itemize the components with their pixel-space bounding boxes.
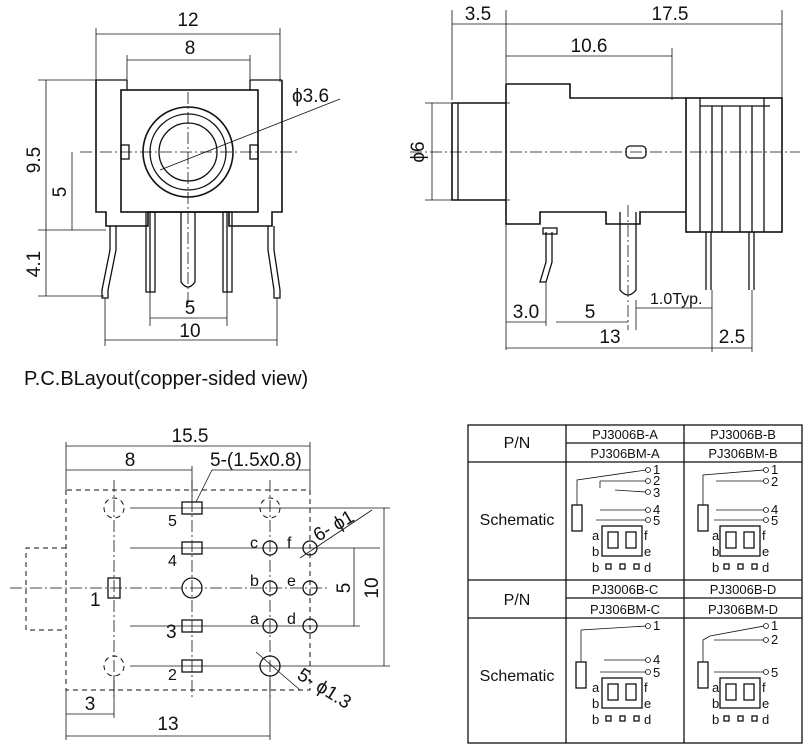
letter-c-e: e bbox=[644, 696, 651, 711]
schematic-b: 1 2 4 5 a b b f e d bbox=[697, 462, 778, 575]
model-c: PJ3006B-C bbox=[592, 582, 658, 597]
letter-c-b2: b bbox=[592, 712, 599, 727]
dim-5-pins: 5 bbox=[185, 298, 196, 319]
letter-d-a: a bbox=[712, 680, 720, 695]
alt-model-b: PJ306BM-B bbox=[708, 446, 777, 461]
letter-a-f: f bbox=[644, 528, 648, 543]
pad-label-5: 5 bbox=[168, 513, 177, 530]
letter-c-d: d bbox=[644, 712, 651, 727]
letter-a-e: e bbox=[644, 544, 651, 559]
letter-b-b2: b bbox=[712, 560, 719, 575]
pin-c-5: 5 bbox=[653, 665, 660, 680]
model-b: PJ3006B-B bbox=[710, 427, 776, 442]
letter-b-b1: b bbox=[712, 544, 719, 559]
dim-2-5: 2.5 bbox=[719, 327, 745, 348]
pcb-layout-title: P.C.BLayout(copper-sided view) bbox=[24, 368, 309, 390]
dim-9-5: 9.5 bbox=[24, 147, 45, 173]
pin-d-1: 1 bbox=[771, 618, 778, 633]
pin-a-3: 3 bbox=[653, 485, 660, 500]
letter-b-e: e bbox=[762, 544, 769, 559]
dim-10-rows: 10 bbox=[362, 577, 383, 598]
dim-8: 8 bbox=[185, 38, 196, 59]
dim-6-phi-1: 6- ϕ1 bbox=[310, 506, 358, 546]
letter-c-b1: b bbox=[592, 696, 599, 711]
pin-c-1: 1 bbox=[653, 618, 660, 633]
dim-5-rows: 5 bbox=[334, 583, 355, 594]
pcb-layout: 15.5 8 5-(1.5x0.8) bbox=[10, 426, 390, 740]
letter-b-a: a bbox=[712, 528, 720, 543]
letter-a-b1: b bbox=[592, 544, 599, 559]
schematic-header-1: Schematic bbox=[480, 512, 555, 529]
dim-10-pins: 10 bbox=[179, 321, 200, 342]
hole-label-d: d bbox=[287, 611, 296, 628]
letter-a-a: a bbox=[592, 528, 600, 543]
dim-15-5: 15.5 bbox=[172, 426, 209, 447]
dim-5-phi-1-3: 5- ϕ1.3 bbox=[293, 664, 354, 713]
model-a: PJ3006B-A bbox=[592, 427, 658, 442]
schematic-c: 1 4 5 a b b f e d bbox=[575, 618, 660, 727]
dim-13-pcb: 13 bbox=[157, 714, 178, 735]
dim-slot: 5-(1.5x0.8) bbox=[210, 450, 302, 471]
dim-13-side: 13 bbox=[599, 327, 620, 348]
pad-label-4: 4 bbox=[168, 553, 177, 570]
dim-3-0: 3.0 bbox=[513, 302, 539, 323]
dim-4-1: 4.1 bbox=[24, 251, 45, 277]
model-d: PJ3006B-D bbox=[710, 582, 776, 597]
letter-b-d: d bbox=[762, 560, 769, 575]
pn-header-2: P/N bbox=[504, 592, 531, 609]
letter-d-d: d bbox=[762, 712, 769, 727]
pn-header-1: P/N bbox=[504, 435, 531, 452]
letter-d-f: f bbox=[762, 680, 766, 695]
letter-d-b2: b bbox=[712, 712, 719, 727]
schematic-d: 1 2 5 a b b f e d bbox=[697, 618, 778, 727]
pin-d-5: 5 bbox=[771, 665, 778, 680]
pad-label-2: 2 bbox=[168, 667, 177, 684]
schematic-table: P/N P/N Schematic Schematic PJ3006B-A PJ… bbox=[467, 424, 803, 744]
side-view: 3.5 17.5 10.6 ϕ6 bbox=[408, 4, 800, 352]
pin-a-4: 4 bbox=[653, 502, 660, 517]
pad-label-3: 3 bbox=[166, 622, 177, 643]
hole-label-f: f bbox=[287, 535, 292, 552]
letter-a-d: d bbox=[644, 560, 651, 575]
alt-model-c: PJ306BM-C bbox=[590, 602, 660, 617]
dim-3-5: 3.5 bbox=[465, 4, 491, 25]
dim-phi-3-6: ϕ3.6 bbox=[292, 86, 329, 107]
dim-12: 12 bbox=[177, 10, 198, 31]
dim-10-6: 10.6 bbox=[571, 36, 608, 57]
pin-a-2: 2 bbox=[653, 473, 660, 488]
schematic-header-2: Schematic bbox=[480, 668, 555, 685]
hole-label-c: c bbox=[250, 535, 258, 552]
hole-label-e: e bbox=[287, 573, 296, 590]
letter-a-b2: b bbox=[592, 560, 599, 575]
dim-5-vertical: 5 bbox=[50, 187, 71, 198]
pad-label-1: 1 bbox=[90, 590, 101, 611]
pin-d-2: 2 bbox=[771, 632, 778, 647]
hole-label-b: b bbox=[250, 573, 259, 590]
letter-c-f: f bbox=[644, 680, 648, 695]
pin-b-2: 2 bbox=[771, 474, 778, 489]
dim-3-pcb: 3 bbox=[85, 694, 96, 715]
hole-label-a: a bbox=[250, 611, 259, 628]
dim-17-5: 17.5 bbox=[652, 4, 689, 25]
dim-5-side: 5 bbox=[585, 302, 596, 323]
letter-b-f: f bbox=[762, 528, 766, 543]
letter-c-a: a bbox=[592, 680, 600, 695]
dim-8-pcb: 8 bbox=[125, 450, 136, 471]
pin-a-1: 1 bbox=[653, 462, 660, 477]
pin-b-5: 5 bbox=[771, 513, 778, 528]
letter-d-e: e bbox=[762, 696, 769, 711]
letter-d-b1: b bbox=[712, 696, 719, 711]
alt-model-d: PJ306BM-D bbox=[708, 602, 778, 617]
pin-b-1: 1 bbox=[771, 462, 778, 477]
dim-1-0-typ: 1.0Typ. bbox=[650, 291, 702, 308]
schematic-a: 1 2 3 4 5 a b b f e d bbox=[571, 462, 660, 575]
front-view: 12 8 ϕ3.6 9.5 5 4.1 bbox=[24, 10, 341, 346]
alt-model-a: PJ306BM-A bbox=[590, 446, 660, 461]
pin-b-4: 4 bbox=[771, 502, 778, 517]
pin-c-4: 4 bbox=[653, 652, 660, 667]
pin-a-5: 5 bbox=[653, 513, 660, 528]
